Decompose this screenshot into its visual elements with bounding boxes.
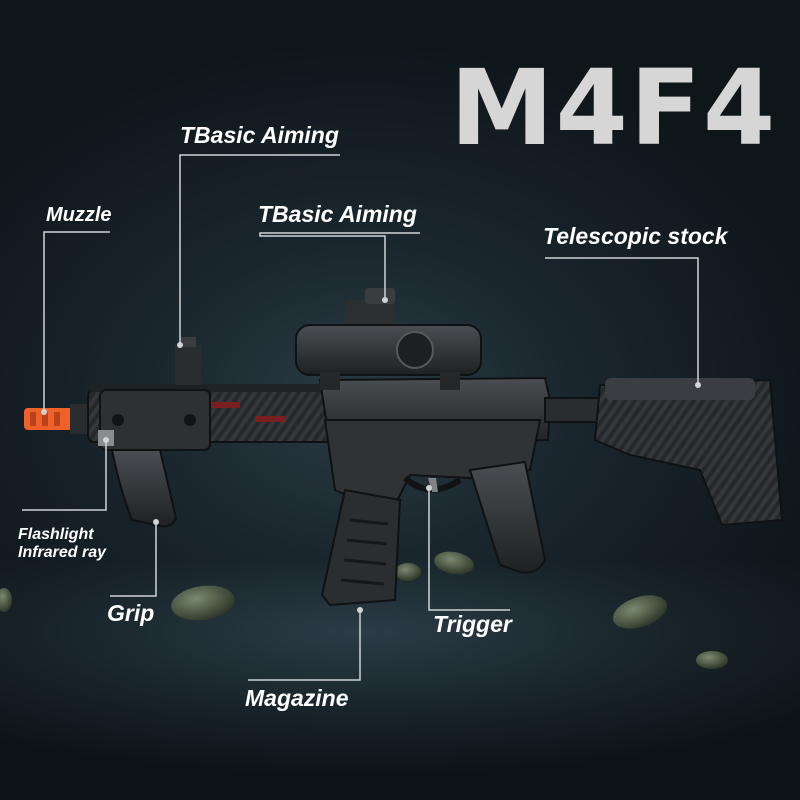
callout-line-tbasic-mid [259, 232, 420, 300]
magazine-part [320, 488, 402, 607]
label-tbasic-aiming-top: TBasic Aiming [180, 122, 339, 148]
callout-line-muzzle [43, 231, 110, 412]
shell-casing [434, 551, 474, 575]
label-grip: Grip [107, 600, 155, 626]
product-title: M4F4 [450, 47, 778, 169]
label-tbasic-aiming-mid: TBasic Aiming [258, 201, 417, 227]
label-telescopic-stock: Telescopic stock [543, 223, 728, 249]
shell-casing [612, 595, 668, 629]
shell-casing [0, 588, 12, 612]
callout-line-magazine [248, 610, 361, 681]
vertical-grip [110, 449, 178, 528]
label-trigger: Trigger [433, 611, 512, 637]
front-sight [175, 337, 201, 385]
label-muzzle: Muzzle [46, 204, 112, 226]
trigger [428, 478, 438, 492]
shell-casing [171, 585, 235, 621]
magazine-ribs [340, 518, 389, 586]
shell-casing [696, 651, 728, 669]
label-flashlight-line1: Flashlight [18, 526, 94, 543]
callout-line-grip [110, 522, 157, 597]
label-magazine: Magazine [245, 685, 349, 711]
shell-casing [395, 563, 421, 581]
stock-part [593, 378, 784, 527]
muzzle-part [24, 404, 90, 434]
cheek-rest [605, 378, 755, 400]
label-flashlight-line2: Infrared ray [18, 543, 107, 561]
callout-line-trigger [428, 488, 510, 611]
callout-line-flashlight [22, 440, 107, 511]
scope [295, 288, 482, 390]
callout-line-tbasic-top [179, 154, 340, 345]
callout-line-stock [545, 257, 699, 385]
shell-casings [0, 551, 728, 669]
label-flashlight: Flashlight Infrared ray [18, 526, 106, 561]
floor-surface [0, 560, 800, 800]
pistol-grip [468, 460, 547, 574]
